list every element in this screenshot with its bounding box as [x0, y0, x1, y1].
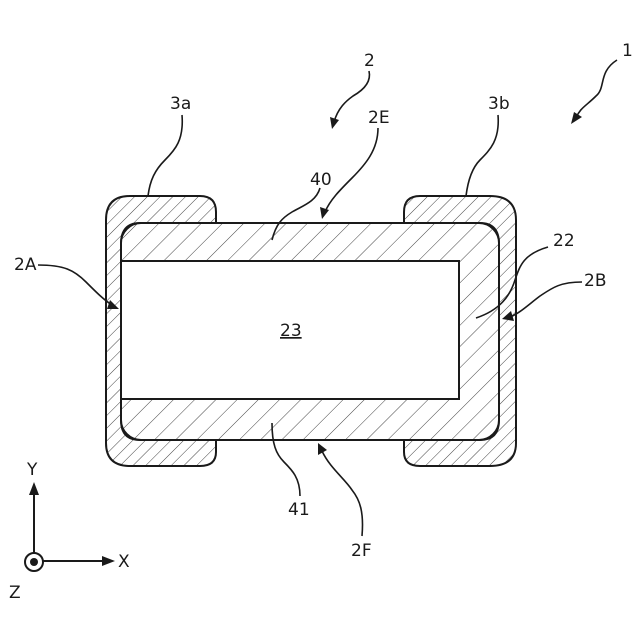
leader-2: [334, 71, 369, 122]
label-23: 23: [280, 321, 302, 341]
arrowhead-2e: [320, 207, 329, 219]
axis-y-arrowhead: [29, 482, 39, 495]
label-1: 1: [622, 41, 633, 61]
label-41: 41: [288, 500, 310, 520]
label-2b: 2B: [584, 271, 606, 291]
arrowhead-1: [571, 112, 582, 124]
leader-2b: [510, 282, 582, 317]
label-3a: 3a: [170, 94, 191, 114]
leader-3a: [148, 115, 182, 196]
label-2e: 2E: [368, 108, 390, 128]
axis-z-label: Z: [9, 583, 21, 603]
label-22: 22: [553, 231, 575, 251]
axis-x-label: X: [118, 552, 130, 572]
label-2: 2: [364, 51, 375, 71]
leader-3b: [466, 115, 498, 196]
leader-2a: [38, 265, 112, 305]
label-3b: 3b: [488, 94, 510, 114]
axis-x-arrowhead: [102, 556, 115, 566]
axis-y-label: Y: [26, 460, 38, 480]
label-2f: 2F: [351, 541, 372, 561]
leader-2f: [322, 451, 363, 536]
leader-2e: [325, 128, 378, 212]
label-2a: 2A: [14, 255, 37, 275]
leader-1: [576, 60, 617, 118]
axis-z-dot: [30, 558, 38, 566]
arrowhead-2: [330, 117, 339, 129]
label-40: 40: [310, 170, 332, 190]
